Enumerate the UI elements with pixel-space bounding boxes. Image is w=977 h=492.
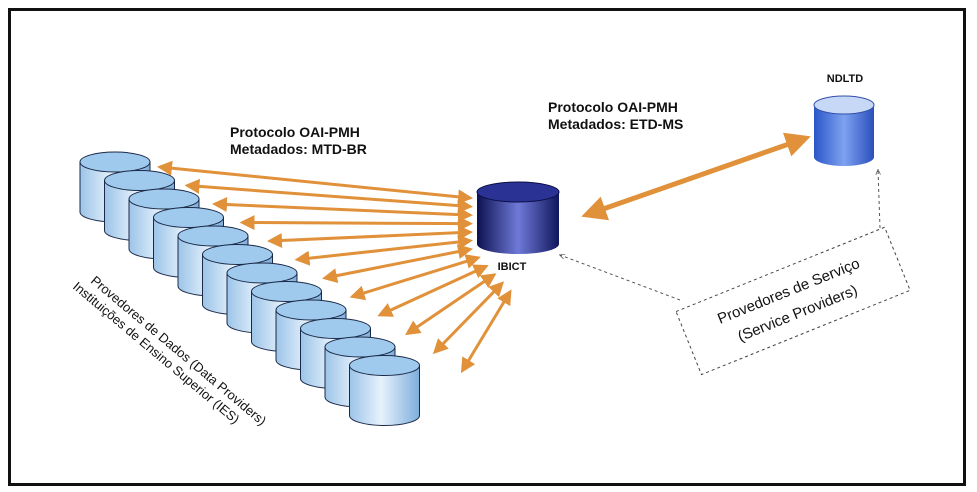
protocol-left-line1: Protocolo OAI-PMH (230, 124, 360, 140)
protocol-right-line2: Metadados: ETD-MS (548, 116, 683, 132)
harvest-arrow (239, 215, 473, 232)
protocol-left-line2: Metadados: MTD-BR (230, 141, 367, 157)
ibict-ndltd-arrow (581, 132, 811, 221)
data-provider-cylinders (79, 151, 420, 426)
harvest-arrow (157, 160, 473, 205)
harvest-arrows (157, 160, 512, 374)
ibict-database-icon (476, 181, 560, 254)
ndltd-database-icon (813, 95, 875, 166)
service-to-ndltd-pointer (878, 170, 880, 229)
harvest-arrow (460, 289, 512, 374)
harvest-arrow (212, 197, 473, 223)
ibict-label: IBICT (498, 261, 527, 273)
service-providers-box: Provedores de Serviço (Service Providers… (675, 226, 911, 376)
data-provider-database-icon (349, 355, 420, 426)
ndltd-label: NDLTD (827, 73, 864, 85)
harvest-arrow (267, 225, 473, 248)
service-to-ibict-pointer (560, 255, 681, 301)
protocol-right-line1: Protocolo OAI-PMH (548, 99, 678, 115)
harvest-arrow (294, 234, 473, 266)
